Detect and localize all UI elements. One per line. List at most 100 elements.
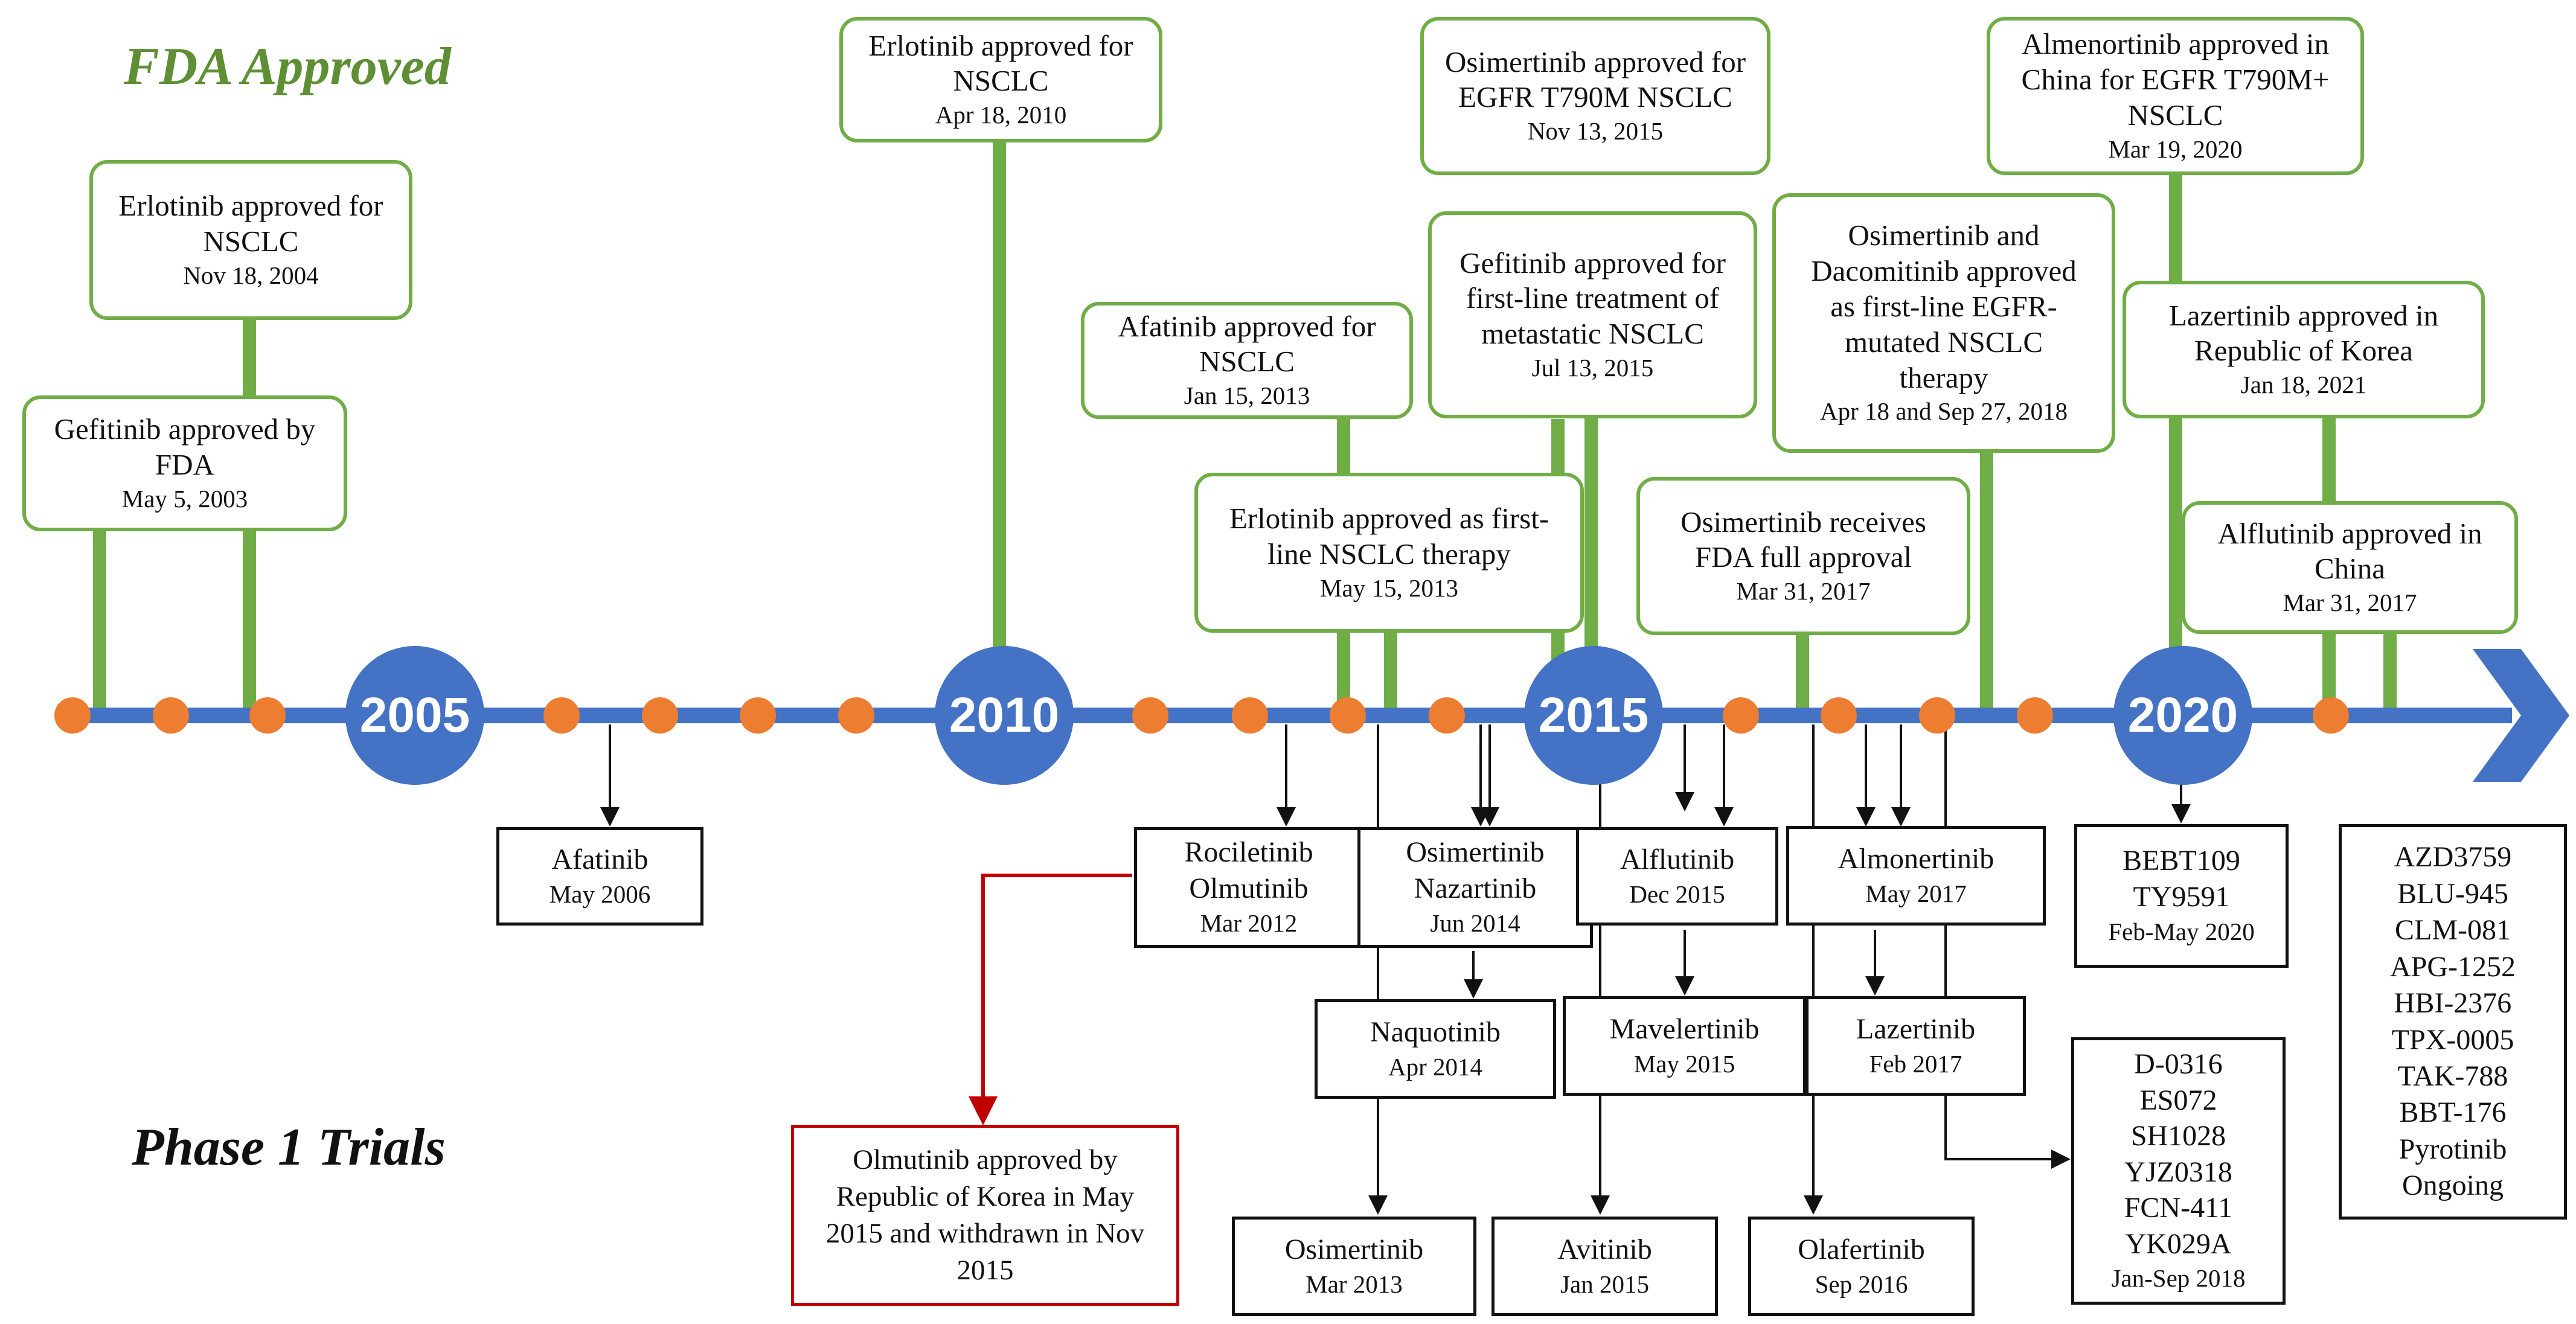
approval-date: Nov 13, 2015: [1527, 117, 1664, 146]
approval-date: Nov 18, 2004: [183, 261, 319, 289]
trial-avitinib-2015: Avitinib Jan 2015: [1491, 1217, 1718, 1316]
trial-mavelertinib-2015: Mavelertinib May 2015: [1563, 996, 1806, 1096]
trial-date: May 2006: [549, 880, 651, 908]
approval-erlotinib-first-line-2013: Erlotinib approved as first-line NSCLC t…: [1194, 473, 1584, 633]
approval-osimertinib-full-2017: Osimertinib receives FDA full approval M…: [1636, 477, 1970, 635]
trial-drugs: Olafertinib: [1798, 1233, 1925, 1265]
approval-date: Jul 13, 2015: [1531, 354, 1654, 382]
trial-olafertinib-2016: Olafertinib Sep 2016: [1748, 1217, 1975, 1316]
trial-date: Feb-May 2020: [2108, 918, 2255, 946]
trial-rociletinib-olmutinib-2012: Rociletinib Olmutinib Mar 2012: [1134, 827, 1363, 948]
trial-drugs: Almonertinib: [1837, 842, 1994, 875]
approval-title: Lazertinib approved in Republic of Korea: [2168, 298, 2439, 368]
trial-date: May 2017: [1865, 879, 1967, 907]
approval-alflutinib-china: Alflutinib approved in China Mar 31, 201…: [2182, 501, 2518, 634]
approval-title: Osimertinib receives FDA full approval: [1680, 505, 1926, 574]
approval-title: Erlotinib approved for NSCLC: [118, 189, 383, 258]
year-marker-2015: 2015: [1524, 646, 1663, 785]
approval-date: Apr 18 and Sep 27, 2018: [1820, 397, 2068, 426]
trial-drugs: Rociletinib Olmutinib: [1184, 836, 1313, 905]
approval-erlotinib-2004: Erlotinib approved for NSCLC Nov 18, 200…: [89, 160, 412, 320]
phase1-trials-heading: Phase 1 Trials: [132, 1118, 446, 1177]
trial-date: Apr 2014: [1388, 1052, 1482, 1081]
trial-almonertinib-2017: Almonertinib May 2017: [1786, 826, 2046, 926]
trial-bebt109-ty9591-2020: BEBT109 TY9591 Feb-May 2020: [2074, 824, 2289, 968]
year-marker-2010: 2010: [935, 646, 1074, 785]
timeline-marker: [1919, 697, 1955, 734]
timeline-marker: [249, 697, 286, 734]
approval-date: Jan 18, 2021: [2240, 371, 2367, 399]
trial-ongoing-list: AZD3759 BLU-945 CLM-081 APG-1252 HBI-237…: [2339, 824, 2567, 1220]
approval-title: Afatinib approved for NSCLC: [1118, 309, 1376, 379]
trial-date: Jan 2015: [1560, 1270, 1649, 1298]
trial-alflutinib-2015: Alflutinib Dec 2015: [1576, 827, 1778, 926]
approval-title: Osimertinib and Dacomitinib approved as …: [1811, 219, 2077, 394]
trial-date: Jun 2014: [1430, 909, 1520, 938]
trial-date: Sep 2016: [1815, 1270, 1908, 1298]
approval-date: Mar 31, 2017: [1736, 577, 1871, 606]
trial-date: Mar 2013: [1306, 1270, 1403, 1298]
approval-title: Erlotinib approved as first-line NSCLC t…: [1229, 502, 1549, 571]
approval-title: Almenortinib approved in China for EGFR …: [2021, 27, 2330, 132]
timeline-arrow-icon: [2473, 649, 2569, 782]
trial-date: Mar 2012: [1200, 909, 1298, 938]
approval-afatinib-2013: Afatinib approved for NSCLC Jan 15, 2013: [1081, 302, 1413, 419]
trial-date: Feb 2017: [1869, 1049, 1962, 1078]
approval-date: Apr 18, 2010: [935, 101, 1067, 129]
trial-naquotinib-2014: Naquotinib Apr 2014: [1315, 999, 1556, 1099]
olmutinib-withdrawn-note: Olmutinib approved by Republic of Korea …: [791, 1125, 1179, 1306]
withdrawn-connector: [969, 874, 1132, 1125]
approval-title: Gefitinib approved by FDA: [54, 412, 316, 481]
timeline-marker: [1232, 697, 1268, 734]
timeline-marker: [1132, 697, 1168, 734]
timeline-marker: [153, 697, 189, 734]
approval-date: Jan 15, 2013: [1184, 382, 1310, 410]
approval-title: Osimertinib approved for EGFR T790M NSCL…: [1444, 45, 1746, 114]
approval-almenortinib-2020: Almenortinib approved in China for EGFR …: [1987, 17, 2364, 175]
approval-gefitinib-2003: Gefitinib approved by FDA May 5, 2003: [22, 395, 347, 531]
trial-drugs: D-0316 ES072 SH1028 YJZ0318 FCN-411 YK02…: [2124, 1048, 2233, 1260]
trial-drugs: Lazertinib: [1856, 1012, 1976, 1045]
trial-osimertinib-2013: Osimertinib Mar 2013: [1232, 1217, 1476, 1316]
timeline-marker: [2017, 697, 2053, 734]
year-marker-2005: 2005: [345, 646, 484, 785]
trial-drugs: Afatinib: [551, 843, 649, 875]
timeline-marker: [740, 697, 776, 734]
timeline-marker: [838, 697, 874, 734]
timeline-marker: [1429, 697, 1465, 734]
approval-title: Erlotinib approved for NSCLC: [868, 28, 1133, 98]
timeline-marker: [54, 697, 91, 734]
trial-drugs: Osimertinib Nazartinib: [1406, 836, 1545, 905]
approval-date: Mar 19, 2020: [2108, 135, 2243, 163]
trial-drugs: AZD3759 BLU-945 CLM-081 APG-1252 HBI-237…: [2389, 841, 2516, 1202]
trial-date: Dec 2015: [1629, 880, 1725, 908]
approval-title: Gefitinib approved for first-line treatm…: [1459, 246, 1726, 351]
approval-osimertinib-dacomitinib-2018: Osimertinib and Dacomitinib approved as …: [1772, 193, 2115, 453]
trial-osimertinib-nazartinib-2014: Osimertinib Nazartinib Jun 2014: [1357, 827, 1593, 948]
approval-osimertinib-2015: Osimertinib approved for EGFR T790M NSCL…: [1420, 17, 1770, 175]
trial-drugs: Osimertinib: [1284, 1233, 1424, 1265]
approval-gefitinib-first-line-2015: Gefitinib approved for first-line treatm…: [1428, 211, 1757, 418]
trial-date: Jan-Sep 2018: [2111, 1264, 2246, 1293]
timeline-marker: [1821, 697, 1857, 734]
trial-drugs: Alflutinib: [1620, 843, 1735, 875]
trial-d0316-group-2018: D-0316 ES072 SH1028 YJZ0318 FCN-411 YK02…: [2071, 1037, 2286, 1305]
approval-title: Alflutinib approved in China: [2217, 516, 2482, 586]
timeline-marker: [1723, 697, 1759, 734]
approval-date: Mar 31, 2017: [2283, 589, 2417, 617]
approval-date: May 5, 2003: [121, 484, 248, 513]
timeline-marker: [642, 697, 678, 734]
timeline-marker: [2313, 697, 2349, 734]
fda-approved-heading: FDA Approved: [124, 37, 451, 96]
year-marker-2020: 2020: [2113, 646, 2252, 785]
approval-erlotinib-2010: Erlotinib approved for NSCLC Apr 18, 201…: [839, 17, 1162, 142]
withdrawn-note-text: Olmutinib approved by Republic of Korea …: [825, 1143, 1145, 1287]
trial-date: May 2015: [1633, 1049, 1735, 1078]
trial-afatinib-2006: Afatinib May 2006: [496, 827, 703, 926]
trial-drugs: Naquotinib: [1370, 1015, 1501, 1048]
trial-drugs: BEBT109 TY9591: [2123, 845, 2240, 913]
trial-drugs: Mavelertinib: [1609, 1012, 1760, 1045]
trial-drugs: Avitinib: [1557, 1233, 1652, 1265]
timeline-marker: [1330, 697, 1366, 734]
